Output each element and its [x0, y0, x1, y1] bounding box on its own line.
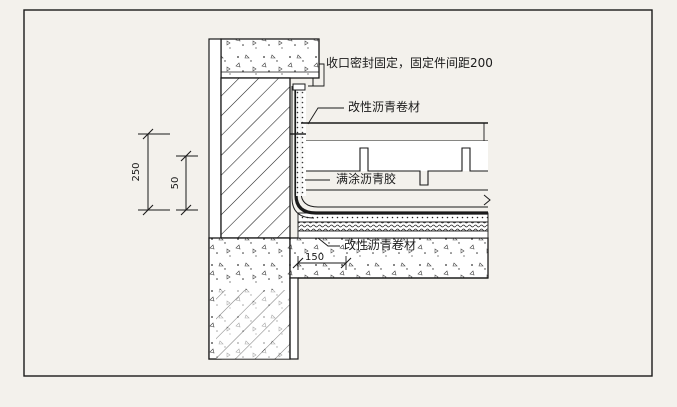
roof-slab: [289, 237, 489, 279]
leader-seal: [308, 63, 325, 87]
leader-membrane-top: [307, 107, 344, 125]
label-asphalt-glue: 满涂沥青胶: [336, 171, 396, 186]
label-membrane-top: 改性沥青卷材: [348, 99, 420, 114]
insulation-layer: [297, 221, 489, 232]
frame-border: [23, 9, 653, 377]
paving-tiles: [306, 147, 488, 186]
label-membrane-bottom: 改性沥青卷材: [344, 237, 416, 252]
fixing-strip: [292, 83, 306, 91]
dimension-inner-text: 50: [170, 177, 181, 190]
leader-membrane-bottom: [317, 237, 340, 247]
brick-wall: [220, 77, 291, 239]
break-line: [483, 194, 491, 206]
label-seal: 收口密封固定，固定件间距200: [326, 55, 493, 70]
screed-layer: [297, 230, 489, 239]
dimension-bottom-text: 150: [305, 252, 324, 263]
dimension-outer-text: 250: [131, 162, 142, 181]
